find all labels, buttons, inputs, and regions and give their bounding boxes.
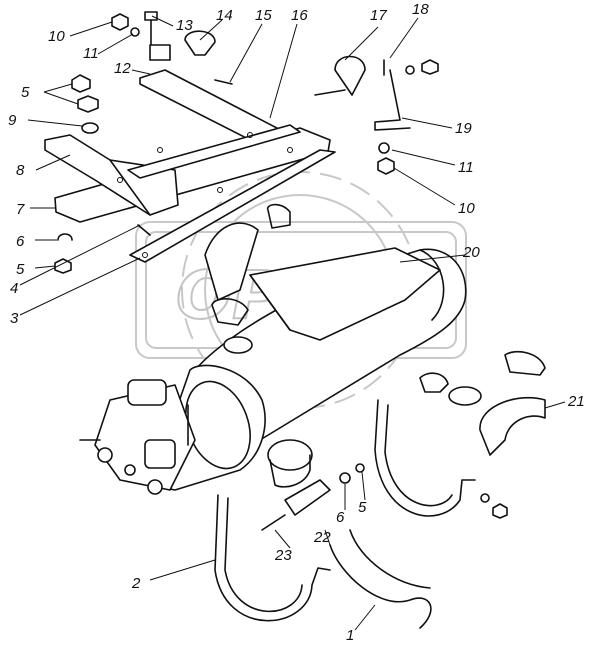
straps (214, 399, 476, 629)
callout-12: 12 (114, 60, 131, 77)
callout-6-right: 6 (336, 509, 345, 526)
callout-18: 18 (412, 1, 429, 18)
callout-5-right: 5 (358, 499, 367, 516)
callout-9: 9 (8, 112, 17, 129)
elbow-pipe (448, 351, 546, 456)
callout-4: 4 (10, 280, 18, 297)
callout-16: 16 (291, 7, 308, 24)
callout-5-left: 5 (16, 261, 25, 278)
callout-11-top: 11 (83, 45, 99, 62)
callout-8: 8 (16, 162, 25, 179)
callout-2: 2 (131, 575, 141, 592)
callout-1: 1 (346, 627, 354, 644)
callout-3: 3 (10, 310, 19, 327)
callout-6-left: 6 (16, 233, 25, 250)
callout-23: 23 (274, 547, 292, 564)
callout-11-right: 11 (458, 159, 474, 176)
callout-10-top: 10 (48, 28, 65, 45)
callout-19: 19 (455, 120, 472, 137)
callout-17: 17 (370, 7, 387, 24)
callout-15: 15 (255, 7, 272, 24)
hardware (54, 11, 508, 531)
callout-20: 20 (462, 244, 480, 261)
callout-22: 22 (313, 529, 331, 546)
callout-21: 21 (567, 393, 585, 410)
callout-5-top: 5 (21, 84, 30, 101)
heater-unit (79, 364, 313, 495)
callout-10-right: 10 (458, 200, 475, 217)
callout-13: 13 (176, 17, 193, 34)
leader-lines (19, 15, 566, 631)
callout-14: 14 (216, 7, 233, 24)
callout-7: 7 (16, 201, 25, 218)
mounting-frame (44, 69, 336, 263)
callouts: 10 11 13 14 15 16 12 5 9 8 7 6 5 4 3 17 … (8, 1, 585, 644)
